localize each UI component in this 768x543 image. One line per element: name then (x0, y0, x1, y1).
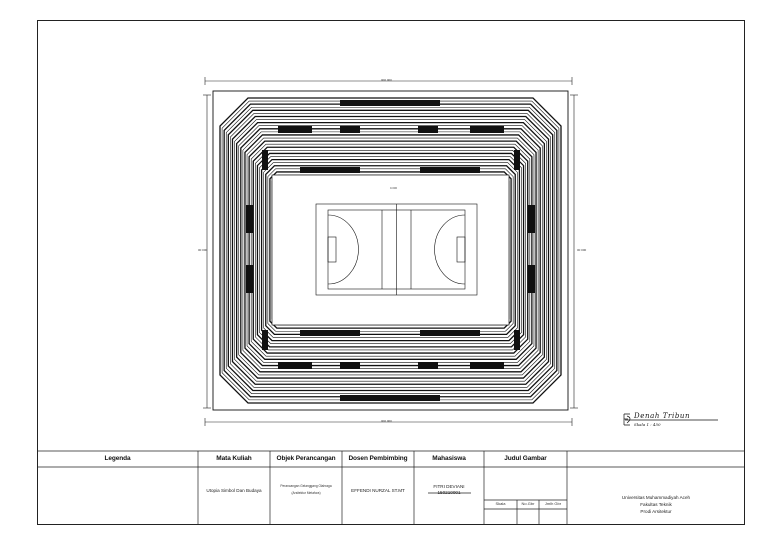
course-header: Mata Kuliah (216, 455, 252, 463)
seat-block (514, 330, 520, 350)
seating-row (265, 165, 516, 336)
institution-line1: Universitas Muhammadiyah Aceh (621, 494, 691, 500)
building-outline (212, 90, 569, 411)
arena-floor (271, 174, 510, 326)
seat-block (340, 126, 360, 133)
seating-row (231, 115, 550, 385)
institution-line2: Fakultas Teknik (640, 501, 672, 507)
student-header: Mahasiswa (432, 455, 466, 463)
seat-block (300, 167, 360, 173)
drawing-title-scale: Skala 1 : 450 (634, 422, 661, 427)
advisor-header: Dosen Pembimbing (348, 455, 408, 463)
course-value: Utopia Simbol Dan Budaya (206, 488, 262, 494)
seat-block (246, 265, 253, 293)
dimension-label-right: 00 000 (577, 248, 587, 252)
seating-row (230, 113, 551, 388)
seat-block (514, 150, 520, 170)
seat-block (470, 126, 504, 133)
object-value-line2: (Arsitektur Metafora) (291, 491, 321, 496)
seating-row (259, 156, 522, 345)
student-name: FITRI DEVIANI (433, 483, 465, 489)
seating-row (238, 125, 543, 376)
seat-block (340, 362, 360, 369)
drawing-title-mark (623, 413, 718, 426)
seating-row (242, 131, 539, 369)
seat-block (340, 395, 440, 401)
scale-label: Skala (495, 501, 506, 507)
seating-row (223, 103, 558, 398)
seat-block (418, 126, 438, 133)
drawing-title-name: Denah Tribun (634, 412, 691, 420)
seating-row (227, 109, 554, 392)
legend-header: Legenda (104, 455, 131, 463)
seating-row (267, 168, 514, 332)
object-header: Objek Perancangan (276, 455, 336, 463)
institution-line3: Prodi Arsitektur (640, 508, 672, 514)
title-block-grid (37, 450, 745, 525)
seat-block (262, 330, 268, 350)
basketball-court (315, 203, 478, 296)
seating-row (235, 121, 546, 379)
dimension-label-top: 000 000 (381, 78, 392, 82)
seat-block (528, 205, 535, 233)
seat-block (420, 167, 480, 173)
drawing-title: Denah Tribun Skala 1 : 450 (617, 409, 732, 431)
seating-row (240, 128, 541, 373)
seating-row (234, 119, 547, 382)
seat-block (246, 205, 253, 233)
drawing-title-header: Judul Gambar (504, 455, 547, 463)
seat-block (340, 100, 440, 106)
seat-block (470, 362, 504, 369)
plan-note: 0.000 (390, 186, 397, 190)
dimension-label-left: 00 000 (198, 248, 208, 252)
seat-block (278, 126, 312, 133)
object-value-line1: Perancangan Gelanggang Olahraga (280, 484, 332, 489)
seating-row (221, 100, 560, 401)
seating-row (263, 162, 518, 338)
seating-row (219, 97, 562, 404)
seat-block (420, 330, 480, 336)
dimension-label-bottom: 000 000 (381, 419, 392, 423)
seating-row (225, 106, 556, 394)
seating-row (269, 171, 512, 329)
seat-blocks (246, 100, 535, 401)
dimension-lines (203, 77, 578, 426)
sheet-count-label: Jmlh Gbr (544, 501, 562, 507)
seat-block (300, 330, 360, 336)
seat-block (418, 362, 438, 369)
seating-row (244, 134, 537, 367)
student-id: 150210001 (437, 489, 461, 495)
seating-row (260, 158, 521, 342)
seat-block (262, 150, 268, 170)
advisor-value: EFFENDI NURZAL ST.MT (351, 488, 405, 494)
drawing-sheet (37, 20, 745, 525)
seat-block (278, 362, 312, 369)
sheet-no-label: No.Gbr (521, 501, 535, 507)
seat-block (528, 265, 535, 293)
